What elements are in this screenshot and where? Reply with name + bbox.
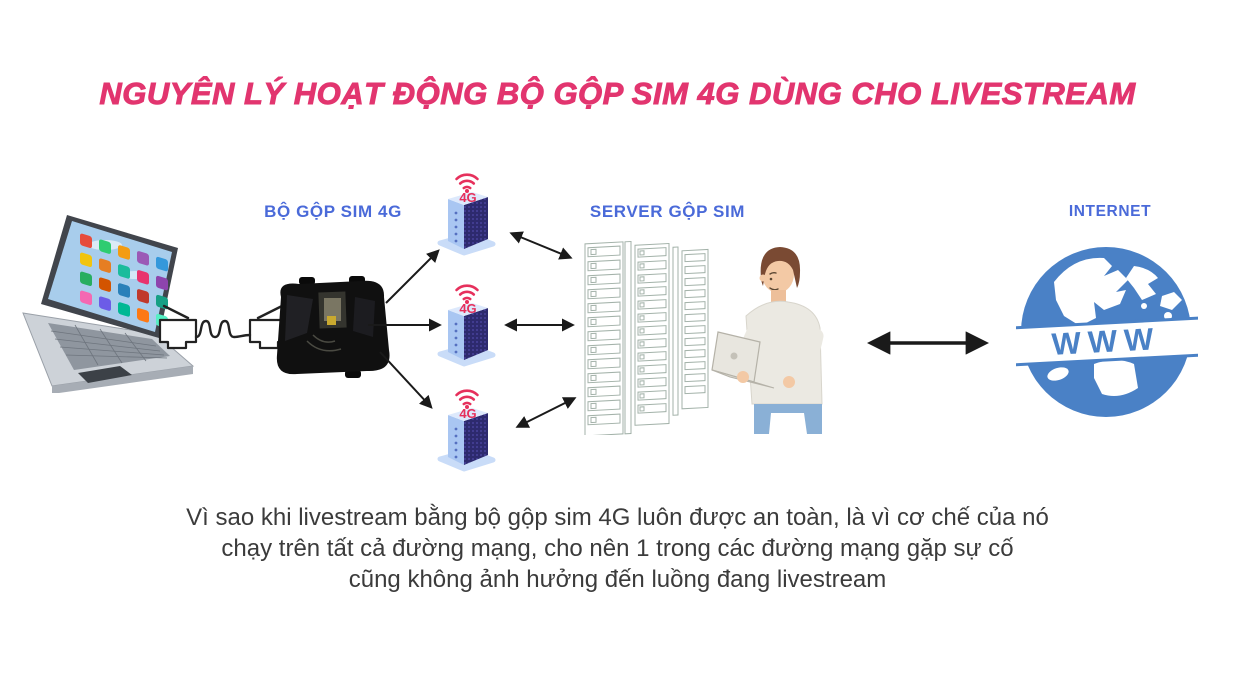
label-sim-aggregator: BỘ GỘP SIM 4G (264, 202, 402, 221)
wifi-signal-icon (455, 389, 479, 406)
wifi-signal-icon (455, 284, 479, 301)
person-illustration (688, 236, 836, 434)
router-4g-badge: 4G (459, 190, 476, 205)
label-server: SERVER GỘP SIM (589, 202, 746, 221)
arrow-router-1-server (509, 231, 573, 260)
laptop-illustration (20, 213, 195, 393)
ethernet-cable-icon (157, 297, 289, 367)
sim-aggregator-device-image (263, 275, 398, 380)
laptop-icon (22, 215, 195, 393)
wifi-signal-icon (455, 173, 479, 190)
router-4g-icon-1: 4G (435, 169, 497, 261)
app-icons-grid (80, 233, 168, 329)
description-line-1: Vì sao khi livestream bằng bộ gộp sim 4G… (186, 504, 1049, 531)
description-line-3: cũng không ảnh hưởng đến luồng đang live… (348, 566, 887, 593)
www-text: WWW (1051, 321, 1161, 362)
globe-icon: WWW (1016, 244, 1198, 424)
description-line-2: chạy trên tất cả đường mạng, cho nên 1 t… (221, 535, 1014, 562)
server-rack-illustration (583, 230, 718, 435)
router-4g-icon-3: 4G (435, 385, 497, 477)
page-title: NGUYÊN LÝ HOẠT ĐỘNG BỘ GỘP SIM 4G DÙNG C… (99, 76, 1136, 112)
label-internet: INTERNET (1068, 203, 1152, 220)
arrow-router-3-server (515, 397, 577, 428)
www-banner: WWW (1016, 316, 1198, 367)
router-4g-badge: 4G (459, 406, 476, 421)
router-4g-badge: 4G (459, 301, 476, 316)
router-4g-icon-2: 4G (435, 280, 497, 372)
description-text: Vì sao khi livestream bằng bộ gộp sim 4G… (0, 502, 1235, 595)
